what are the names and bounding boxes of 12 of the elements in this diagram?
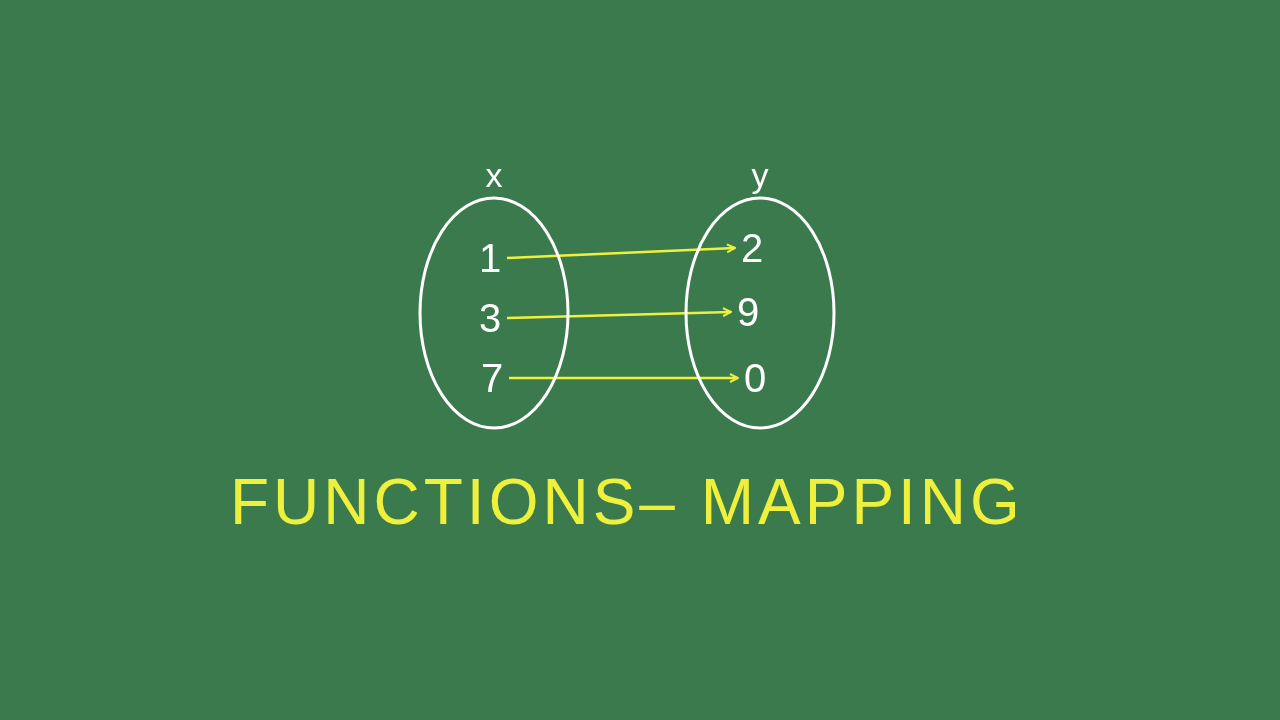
- set-element: 0: [743, 358, 767, 398]
- set-label: y: [751, 158, 769, 192]
- arrow: [506, 243, 736, 260]
- arrow: [506, 307, 732, 320]
- title: FUNCTIONS– MAPPING: [230, 470, 1024, 534]
- set-element: 3: [478, 298, 502, 338]
- set-element: 1: [478, 238, 502, 278]
- set-element: 9: [736, 292, 760, 332]
- arrow: [509, 373, 739, 383]
- set-element: 7: [480, 358, 504, 398]
- set-element: 2: [740, 228, 764, 268]
- set-label: x: [485, 158, 503, 192]
